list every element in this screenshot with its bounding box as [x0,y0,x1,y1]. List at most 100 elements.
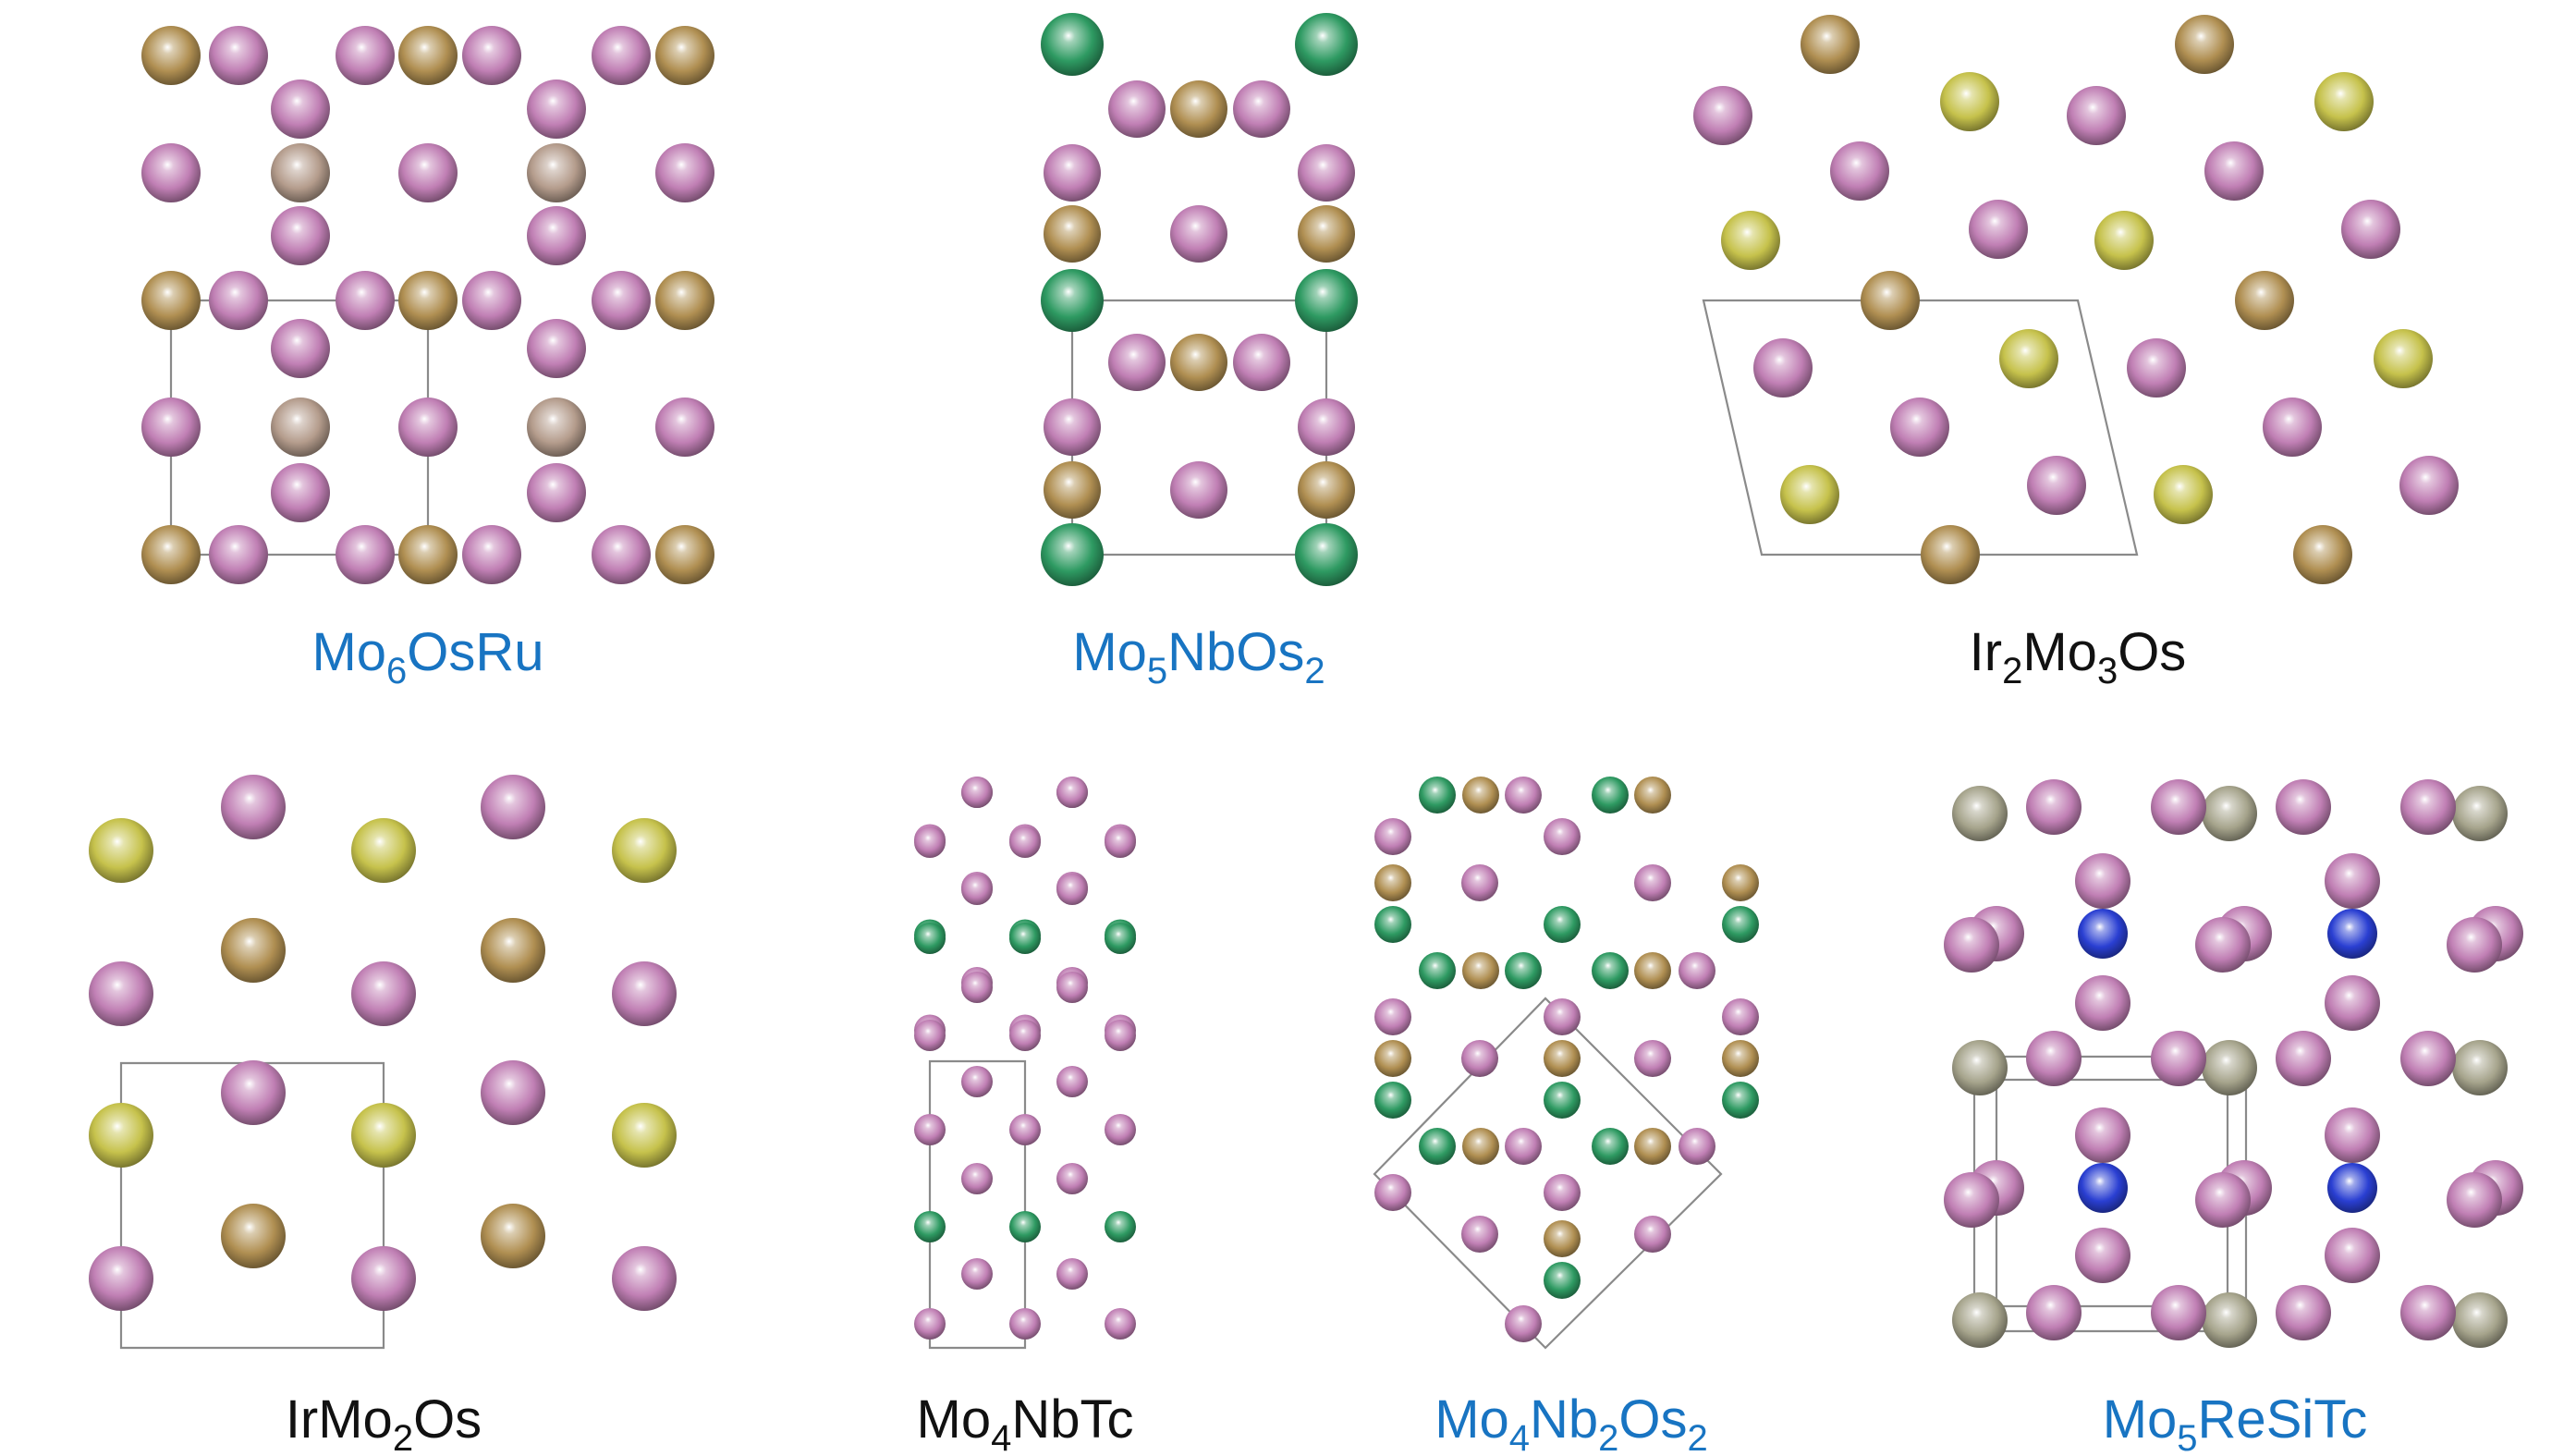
formula-part: NbTc [1011,1389,1133,1450]
atom-os [398,525,458,584]
atom-mo [1233,80,1290,138]
formula-part: Os [413,1389,482,1450]
formula-part: Os [2118,622,2186,682]
atom-os [1544,1040,1581,1077]
formula-part: OsRu [407,622,543,682]
atom-mo [2276,1031,2331,1086]
atom-mo [2325,1107,2380,1163]
atom-mo [1009,826,1041,858]
atom-mo [2026,779,2082,835]
atom-mo [655,398,714,457]
atom-ir [1780,465,1839,524]
atom-mo [1634,864,1671,901]
atom-tc [2452,1292,2508,1348]
atom-nb [1041,523,1104,586]
atom-os [2175,15,2234,74]
atom-os [1634,952,1671,989]
atom-mo [2151,779,2206,835]
formula-part: Mo [2103,1389,2178,1450]
atom-mo [1108,80,1166,138]
atom-mo [1170,461,1227,519]
atom-mo [2075,1107,2130,1163]
atom-os [1170,334,1227,391]
atom-mo [221,1060,286,1125]
atom-mo [592,525,651,584]
atom-re [2327,909,2377,959]
atom-nb [1374,906,1411,943]
atom-mo [1461,864,1498,901]
atom-mo [1170,205,1227,263]
formula-subscript: 2 [1688,1418,1708,1456]
formula-subscript: 4 [991,1418,1011,1456]
atom-mo [2151,1285,2206,1340]
atom-mo [1944,1172,1999,1228]
atom-ir [2374,329,2433,388]
atom-nb [1544,1082,1581,1119]
atom-ir [612,818,677,883]
unit-cell-outlines [119,299,2248,1350]
atom-mo [655,143,714,202]
unit-cell-ir2mo3os [1702,299,2139,557]
atom-nb [1544,1262,1581,1299]
atom-tc [1952,786,2008,841]
atom-os [1462,1128,1499,1165]
atom-os [1801,15,1860,74]
atom-mo [1544,998,1581,1035]
atom-nb [1419,777,1456,814]
atom-ir [89,818,153,883]
formula-label-mo4nbtc: Mo4NbTc [917,1389,1134,1456]
atom-os [1298,205,1355,263]
atom-os [1722,864,1759,901]
atom-mo [1505,777,1542,814]
atom-mo [462,525,521,584]
atom-tc [1952,1292,2008,1348]
atom-mo [1944,917,1999,973]
atom-mo [1634,1040,1671,1077]
atom-mo [1722,998,1759,1035]
atom-mo [2447,1172,2502,1228]
atom-os [398,271,458,330]
atom-os [655,525,714,584]
atom-mo [209,525,268,584]
atom-mo [961,874,993,905]
atom-mo [1374,998,1411,1035]
atom-mo [481,1060,545,1125]
atom-ir [89,1103,153,1168]
atom-mo [612,1246,677,1311]
atom-mo [2027,456,2086,515]
atom-mo [1298,398,1355,456]
atom-mo [398,398,458,457]
atom-mo [2447,917,2502,973]
atom-nb [1592,952,1629,989]
atom-os [1634,1128,1671,1165]
atom-mo [2151,1031,2206,1086]
atom-mo [1105,1114,1136,1145]
atom-mo [961,1163,993,1194]
atom-os [1462,777,1499,814]
atom-mo [2075,975,2130,1031]
atom-mo [961,972,993,1003]
atom-ru [271,143,330,202]
formula-label-ir2mo3os: Ir2Mo3Os [1970,622,2187,691]
atom-mo [462,271,521,330]
atom-mo [1009,1114,1041,1145]
atom-mo [914,826,946,858]
atom-os [2293,525,2352,584]
atom-mo [1044,144,1101,202]
atom-mo [1679,952,1715,989]
atom-mo [398,143,458,202]
atom-nb [1041,269,1104,332]
atom-mo [1056,777,1088,808]
atom-mo [2195,1172,2251,1228]
atom-mo [1505,1305,1542,1342]
atom-os [1462,952,1499,989]
atom-mo [914,1020,946,1051]
atom-mo [271,463,330,522]
atom-os [1374,1040,1411,1077]
atom-tc [2452,786,2508,841]
atom-mo [481,775,545,839]
atom-mo [1108,334,1166,391]
formula-subscript: 2 [1598,1418,1618,1456]
atom-mo [527,319,586,378]
atom-mo [961,1066,993,1097]
